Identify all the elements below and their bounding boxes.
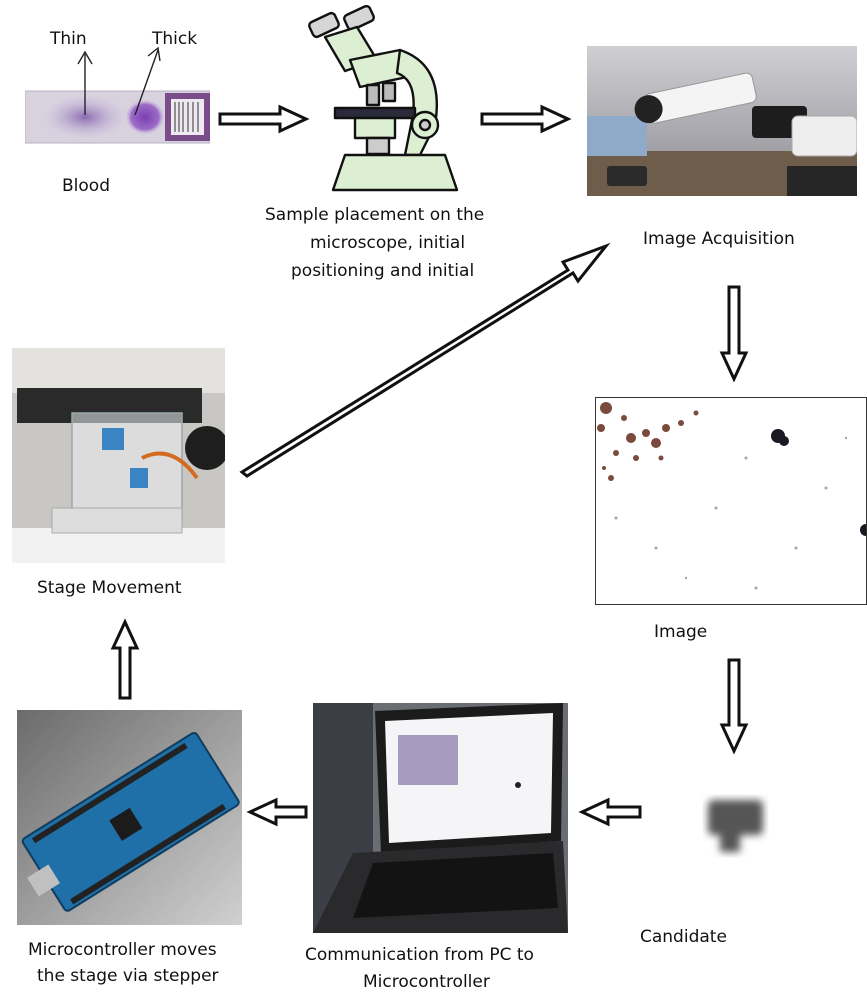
thin-label: Thin: [50, 29, 87, 49]
microcontroller-photo: [17, 710, 242, 925]
image-acquisition-label: Image Acquisition: [643, 229, 795, 249]
stage-movement-label: Stage Movement: [37, 578, 182, 598]
image-acquisition-photo: [587, 46, 857, 196]
arrow-acquisition-to-image: [719, 285, 749, 382]
laptop-photo: [313, 703, 568, 933]
arrow-microscope-to-acquisition: [480, 104, 572, 134]
arrow-candidate-to-laptop: [578, 797, 642, 827]
sample-placement-line-2: microscope, initial: [310, 233, 466, 253]
candidate-label: Candidate: [640, 927, 727, 947]
smear-pointer-lines: [77, 46, 161, 116]
microcontroller-line-1: Microcontroller moves: [28, 940, 217, 960]
microcontroller-line-2: the stage via stepper: [37, 966, 219, 986]
thick-label: Thick: [152, 29, 198, 49]
communication-line-1: Communication from PC to: [305, 945, 534, 965]
blood-label: Blood: [62, 176, 110, 196]
sample-placement-line-1: Sample placement on the: [265, 205, 485, 225]
sample-placement-line-3: positioning and initial: [291, 261, 475, 281]
smear-image: [595, 397, 867, 605]
microscope-illustration: [305, 5, 470, 195]
stage-movement-photo: [12, 348, 225, 563]
arrow-stage-to-acquisition: [239, 242, 611, 478]
communication-line-2: Microcontroller: [363, 972, 490, 992]
arrow-blood-to-microscope: [218, 104, 310, 134]
arrow-laptop-to-microcontroller: [246, 797, 308, 827]
blood-slide-photo: [25, 85, 210, 147]
image-label: Image: [654, 622, 708, 642]
arrow-microcontroller-to-stage: [110, 618, 140, 700]
candidate-image: [690, 790, 780, 870]
arrow-image-to-candidate: [719, 658, 749, 754]
